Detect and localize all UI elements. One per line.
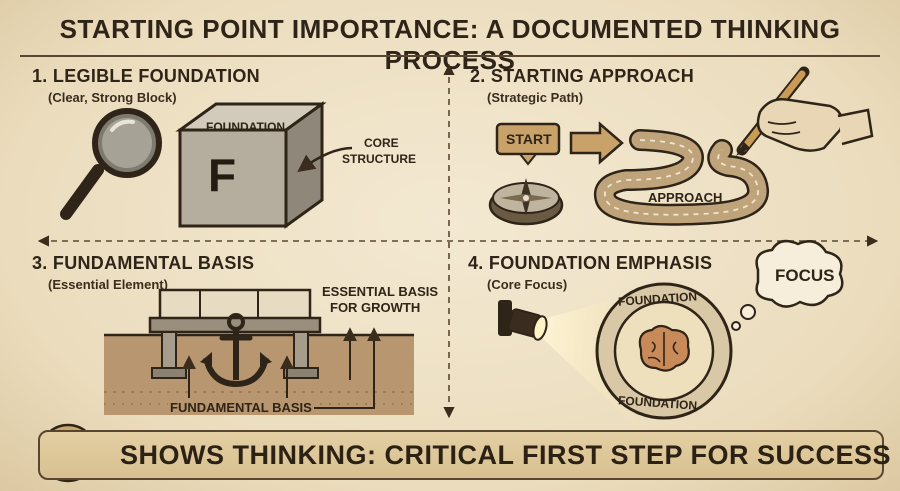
brain-icon bbox=[638, 324, 690, 372]
quadrant-3-subtitle: (Essential Element) bbox=[48, 277, 168, 292]
block-letter: F bbox=[208, 149, 237, 201]
quadrant-4-title: 4. FOUNDATION EMPHASIS bbox=[468, 253, 713, 273]
start-label: START bbox=[506, 131, 552, 147]
quadrant-1-subtitle: (Clear, Strong Block) bbox=[48, 90, 177, 105]
magnifier-icon bbox=[60, 108, 162, 220]
approach-road bbox=[594, 129, 769, 226]
compass-icon bbox=[488, 178, 564, 226]
fundamental-basis-label: FUNDAMENTAL BASIS bbox=[168, 400, 314, 415]
thought-cloud-icon bbox=[731, 239, 844, 331]
block-label: FOUNDATION bbox=[206, 120, 286, 134]
quadrant-dividers bbox=[37, 63, 879, 419]
quadrant-1-title: 1. LEGIBLE FOUNDATION bbox=[32, 66, 260, 86]
thought-label: FOCUS bbox=[775, 266, 835, 285]
quadrant-2-title: 2. STARTING APPROACH bbox=[470, 66, 695, 86]
start-arrow bbox=[569, 121, 624, 165]
basis-arrows bbox=[182, 327, 381, 409]
title-divider bbox=[20, 55, 880, 57]
start-sign bbox=[495, 122, 561, 166]
bottom-banner: SHOWS THINKING: CRITICAL FIRST STEP FOR … bbox=[38, 430, 891, 480]
core-structure-arrow bbox=[297, 146, 353, 173]
core-structure-label-2: STRUCTURE bbox=[342, 152, 416, 166]
essential-basis-label-1: ESSENTIAL BASIS bbox=[322, 284, 439, 299]
approach-label: APPROACH bbox=[648, 190, 723, 205]
banner-text: SHOWS THINKING: CRITICAL FIRST STEP FOR … bbox=[120, 440, 892, 470]
quadrant-4-subtitle: (Core Focus) bbox=[487, 277, 568, 292]
quadrant-2-subtitle: (Strategic Path) bbox=[487, 90, 584, 105]
anchor-icon bbox=[200, 313, 272, 388]
page-title: STARTING POINT IMPORTANCE: A DOCUMENTED … bbox=[59, 14, 841, 75]
essential-basis-label-2: FOR GROWTH bbox=[330, 300, 421, 315]
hand-pencil-icon bbox=[736, 66, 874, 156]
core-structure-label-1: CORE bbox=[364, 136, 399, 150]
quadrant-3-title: 3. FUNDAMENTAL BASIS bbox=[32, 253, 255, 273]
